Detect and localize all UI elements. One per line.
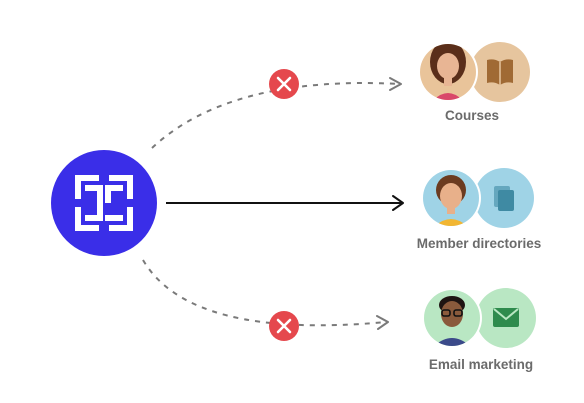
connector-member-directories-arrowhead [392, 195, 404, 211]
courses-label: Courses [444, 108, 500, 123]
target-email-marketing [422, 288, 536, 348]
target-courses [418, 42, 530, 102]
connector-courses-arrowhead [389, 77, 402, 91]
blocked-marker-email-marketing [269, 311, 299, 341]
avatar-woman-short-hair [423, 170, 479, 226]
connector-email-marketing [142, 259, 387, 327]
book-icon [487, 59, 513, 85]
brand-logo [51, 150, 157, 256]
envelope-icon [493, 308, 519, 327]
x-icon [276, 76, 292, 92]
member-directories-label: Member directories [416, 236, 542, 251]
target-member-directories [421, 168, 534, 228]
blocked-marker-courses [269, 69, 299, 99]
email-marketing-label: Email marketing [428, 357, 534, 372]
connector-courses [151, 82, 401, 149]
x-icon [276, 318, 292, 334]
document-icon [494, 186, 514, 211]
avatar-man-glasses [424, 290, 480, 346]
avatar-woman-long-hair [420, 44, 476, 100]
connector-email-marketing-arrowhead [376, 315, 389, 330]
